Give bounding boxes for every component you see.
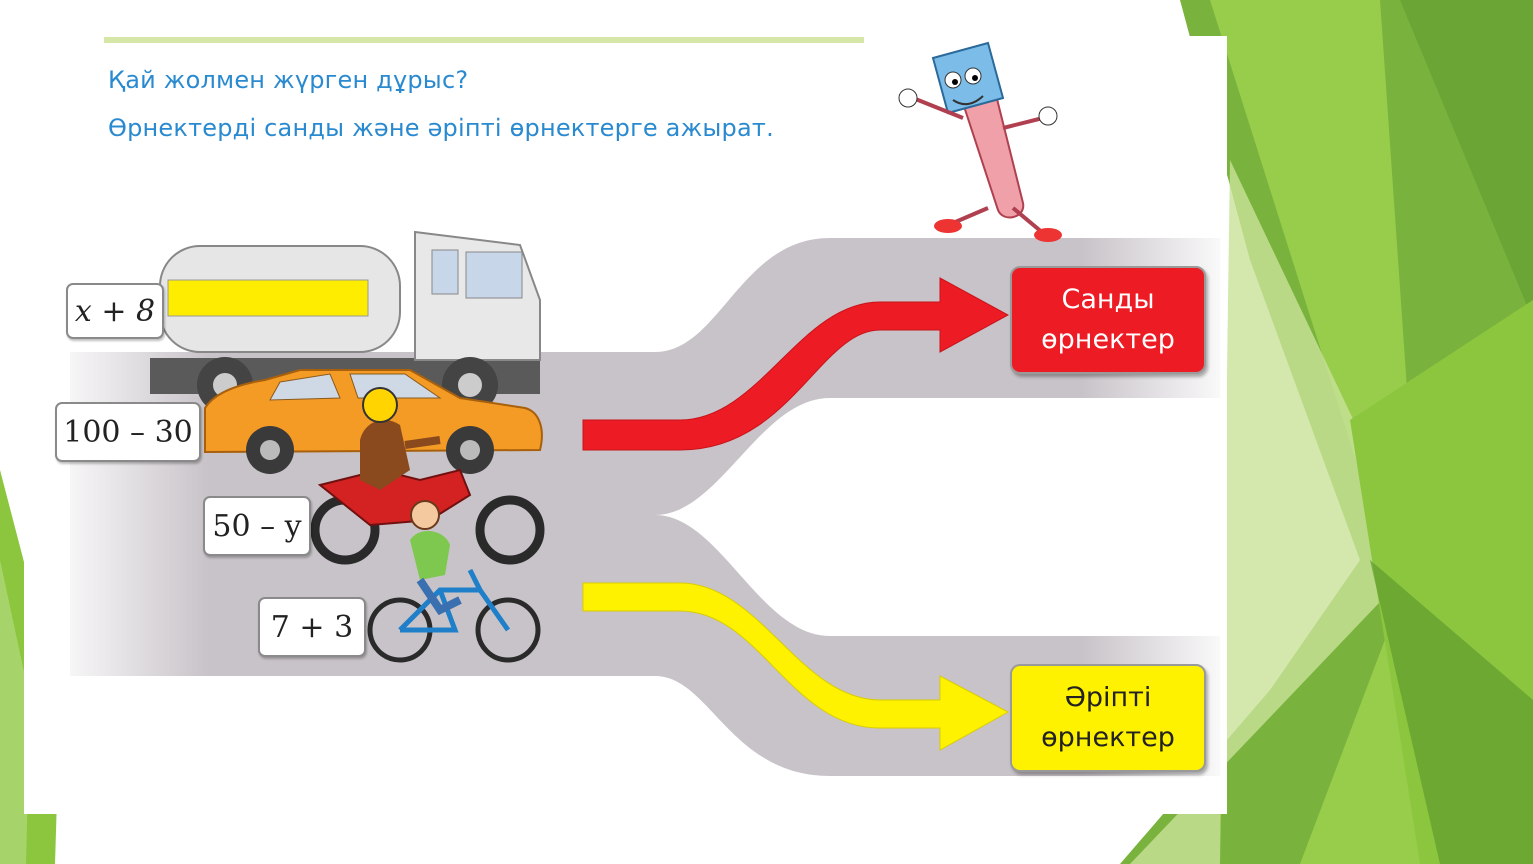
bicycle-icon	[367, 500, 541, 663]
red-arrow	[582, 277, 1010, 451]
expression-label-car: 100 – 30	[55, 402, 201, 462]
expression-label-bicycle: 7 + 3	[258, 597, 366, 657]
question-line-1: Қай жолмен жүрген дұрыс?	[108, 66, 469, 94]
literal-expressions-box: Әріпті өрнектер	[1010, 664, 1206, 772]
top-rule	[104, 37, 864, 43]
expression-label-motorcycle: 50 – y	[203, 496, 311, 556]
question-line-2: Өрнектерді санды және әріпті өрнектерге …	[108, 114, 774, 142]
literal-box-line-2: өрнектер	[1041, 722, 1175, 753]
numeric-box-line-2: өрнектер	[1041, 324, 1175, 355]
yellow-arrow	[582, 582, 1010, 751]
eraser-mascot-icon	[898, 41, 1062, 242]
numeric-expressions-box: Санды өрнектер	[1010, 266, 1206, 374]
literal-box-line-1: Әріпті	[1064, 682, 1152, 713]
expression-label-truck: x + 8	[66, 283, 164, 339]
numeric-box-line-1: Санды	[1061, 284, 1155, 315]
